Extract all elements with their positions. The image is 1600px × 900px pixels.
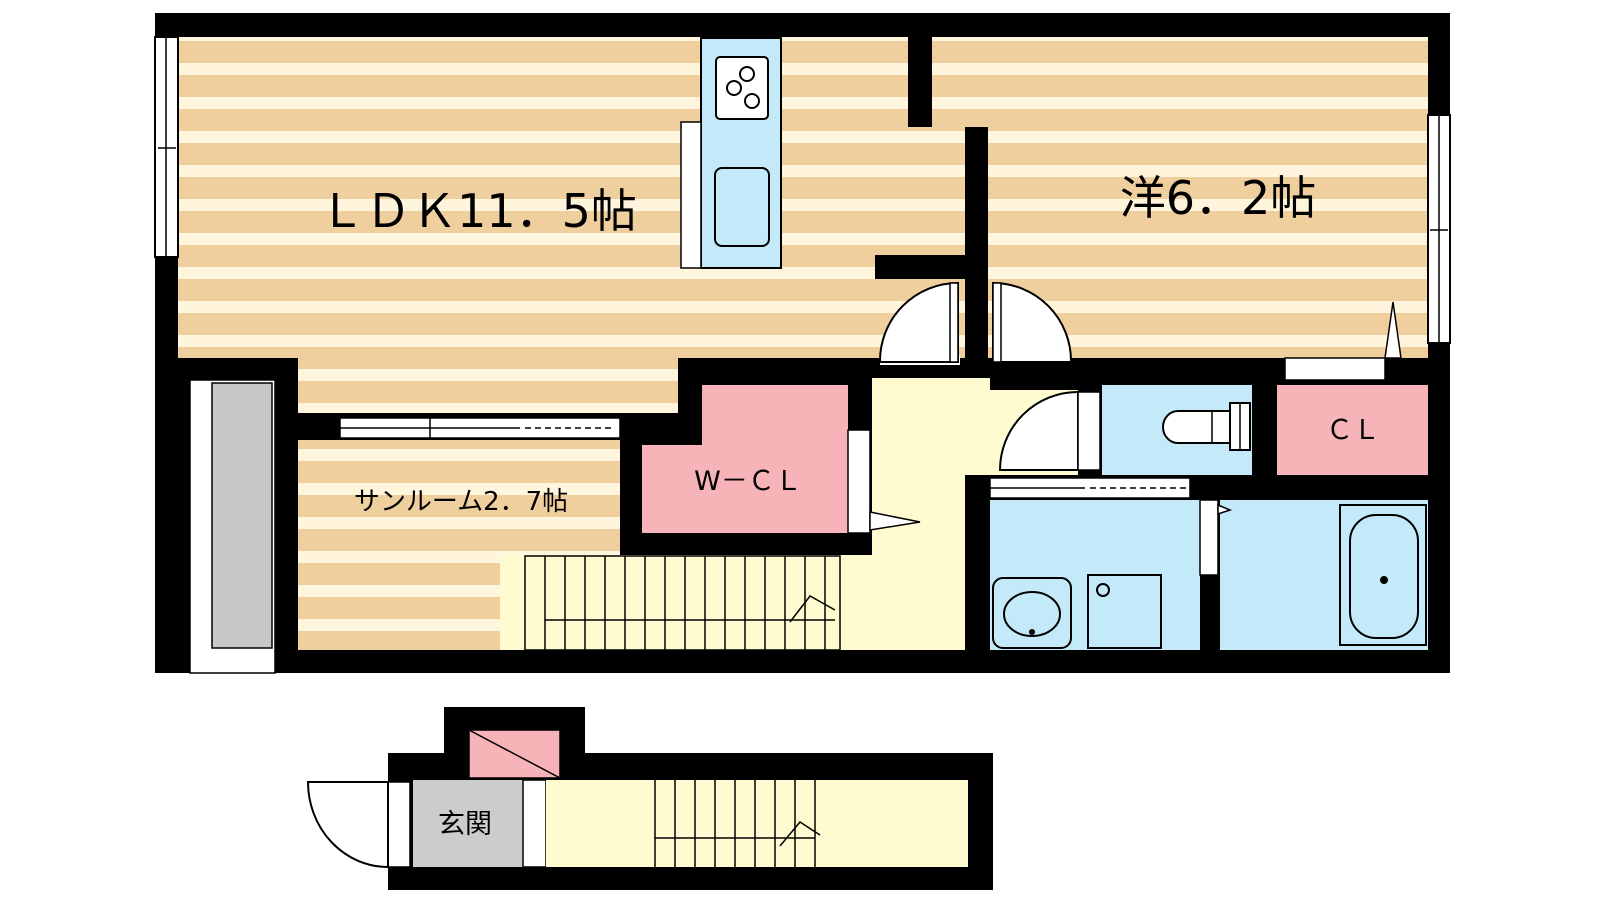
room-label-western: 洋6．2帖 (1120, 171, 1317, 225)
door-swing-icon (878, 281, 1073, 365)
room-walk-in-closet (642, 385, 921, 534)
room-toilet (998, 385, 1252, 475)
balcony (189, 379, 276, 674)
entry-door (306, 781, 411, 869)
stair-arrow (779, 821, 821, 847)
stairs-icon (654, 780, 821, 867)
bathtub-icon (1339, 504, 1427, 646)
window-left (154, 36, 179, 258)
stair-arrow (789, 595, 836, 623)
lower-floor (306, 707, 993, 890)
washbasin-icon (992, 577, 1072, 649)
washer-pan-icon (1087, 574, 1162, 649)
window-right (1427, 114, 1451, 344)
room-label-cl: ＣＬ (1326, 415, 1380, 446)
sliding-door-sunroom (339, 417, 621, 439)
door-swing-icon (869, 511, 921, 531)
room-label-wcl: W－ＣＬ (694, 466, 802, 497)
room-label-entrance: 玄関 (438, 809, 492, 840)
cooktop-icon (715, 56, 769, 120)
sink-icon (714, 167, 770, 247)
door-swing-icon (1217, 503, 1233, 516)
room-bathroom (1199, 499, 1428, 650)
storage-lower (468, 729, 561, 779)
room-label-ldk: ＬＤＫ11．5帖 (319, 184, 637, 238)
door-swing-icon (1384, 301, 1402, 359)
room-closet (1277, 301, 1428, 475)
room-western (932, 37, 1428, 358)
room-label-sunroom: サンルーム2．7帖 (354, 487, 568, 517)
kitchen-counter (680, 37, 782, 269)
stairs-icon (524, 555, 841, 651)
room-washroom (989, 477, 1200, 650)
toilet-icon (1162, 402, 1251, 451)
